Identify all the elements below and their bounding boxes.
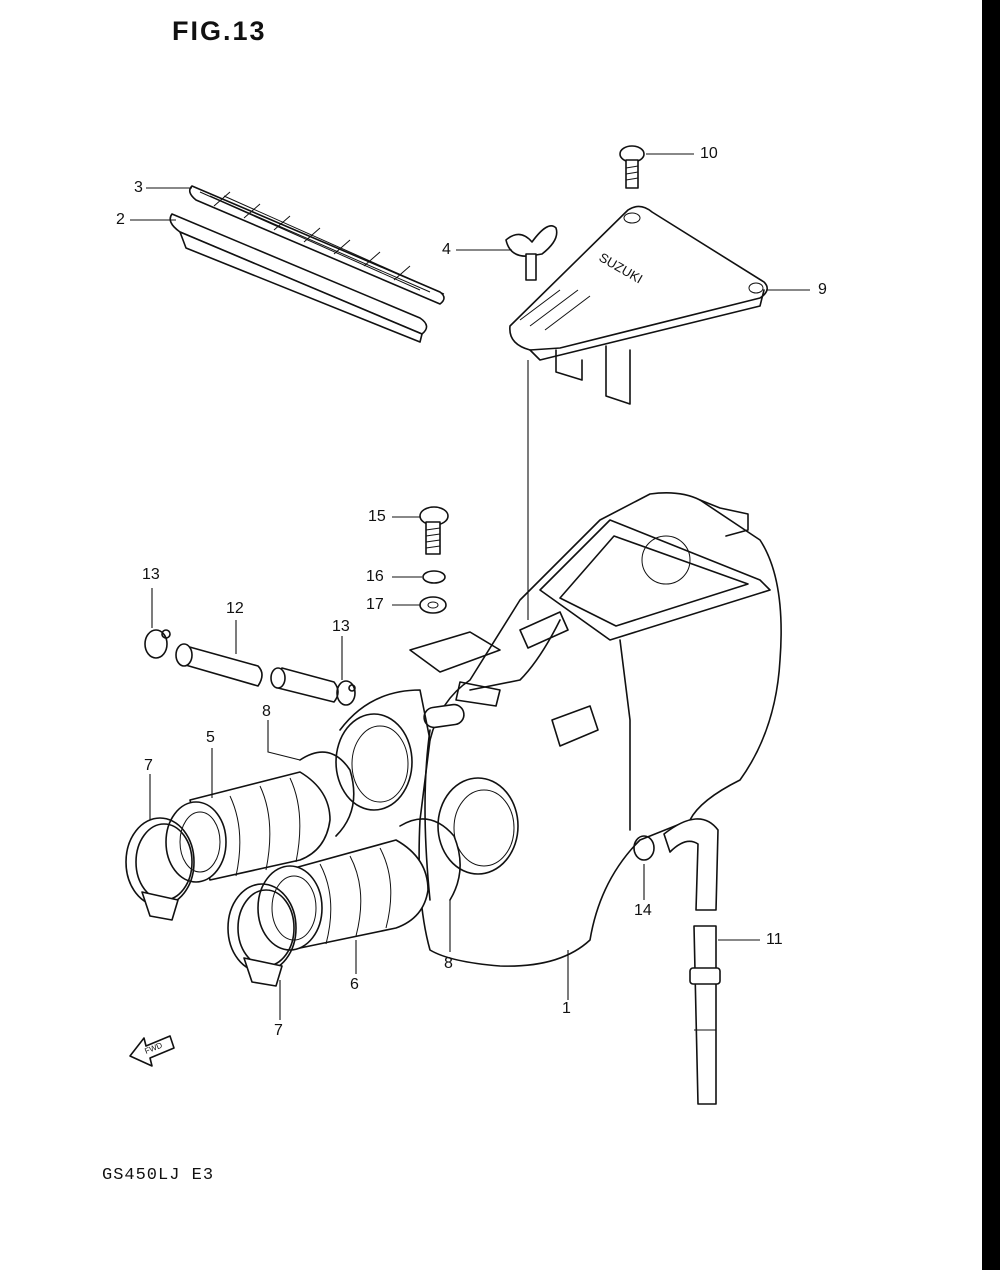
filter-element-drawing [169,213,428,343]
callout-13-right: 13 [332,618,350,635]
washer-17-hole [427,601,439,609]
model-code: GS450LJ E3 [102,1166,215,1185]
callout-11: 11 [766,931,783,948]
callout-8-upper: 8 [262,703,271,720]
callout-14: 14 [634,902,652,919]
scan-edge [982,0,1000,1270]
washer-16-drawing [422,570,446,584]
callout-15: 15 [368,508,386,525]
intake-boot-5-drawing [165,771,331,883]
leader-lines [130,153,810,1020]
cover-drawing: SUZUKI [509,205,768,405]
screw-10-drawing [619,145,645,189]
wire-clip-8a-drawing [299,751,355,837]
bolt-15-drawing [419,506,449,555]
callout-16: 16 [366,568,384,585]
callout-8-lower: 8 [444,955,453,972]
callout-10: 10 [700,145,718,162]
callout-5: 5 [206,729,215,746]
callout-17: 17 [366,596,384,613]
callout-9: 9 [818,281,827,298]
fwd-arrow-icon: FWD [129,1035,175,1067]
callout-7-upper: 7 [144,757,153,774]
clamp-13-drawing [144,629,356,706]
clamp-14-drawing [633,835,655,861]
callout-4: 4 [442,241,451,258]
callout-7-lower: 7 [274,1022,283,1039]
hose-clamp-7a-drawing [125,817,195,921]
callout-6: 6 [350,976,359,993]
washer-17-drawing [419,596,447,614]
callout-3: 3 [134,179,143,196]
callout-12: 12 [226,600,244,617]
air-box-drawing [335,492,782,967]
hose-clamp-7b-drawing [227,883,297,987]
wing-bolt-drawing [505,225,558,281]
hose-12-drawing [175,643,339,703]
drain-hose-drawing [663,818,721,1105]
callout-2: 2 [116,211,125,228]
figure-title: FIG.13 [172,16,267,46]
callout-1: 1 [562,1000,571,1017]
filter-mesh-drawing [188,185,445,305]
callout-13-left: 13 [142,566,160,583]
wire-clip-8b-drawing [399,818,461,901]
